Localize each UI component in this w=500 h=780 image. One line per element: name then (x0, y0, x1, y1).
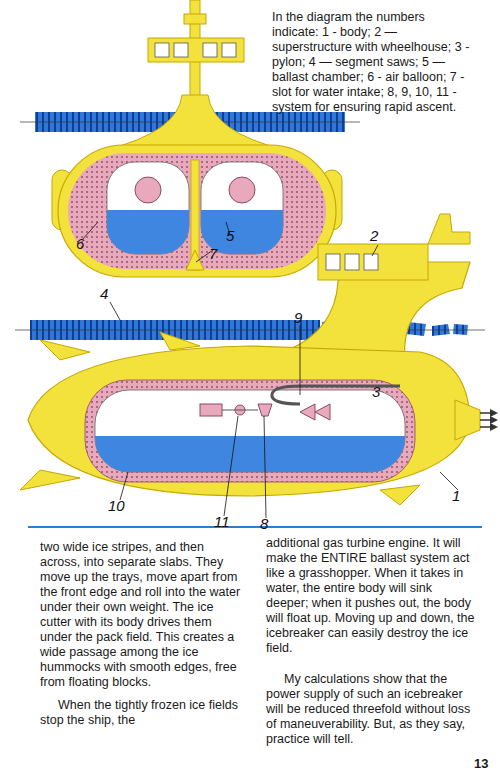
body-paragraph: When the tightly frozen ice fields stop … (40, 698, 245, 728)
body-paragraph: additional gas turbine engine. It will m… (266, 536, 476, 656)
callout-number: 5 (226, 228, 234, 244)
callout-number: 11 (214, 514, 230, 530)
callout-number: 10 (108, 498, 125, 514)
callout-number: 9 (294, 310, 302, 326)
page-number: 13 (474, 756, 488, 771)
side-view (15, 214, 498, 518)
body-paragraph: two wide ice stripes, and then across, i… (40, 540, 245, 690)
callout-number: 1 (452, 488, 460, 504)
callout-number: 2 (370, 228, 378, 244)
caption-text: In the diagram the numbers indicate: 1 -… (272, 10, 472, 115)
callout-number: 6 (76, 236, 84, 252)
divider-line (28, 526, 482, 528)
callout-number: 3 (372, 384, 380, 400)
body-paragraph: My calculations show that the power supp… (266, 672, 476, 747)
callout-number: 7 (209, 246, 217, 262)
callout-number: 4 (100, 286, 108, 302)
callout-number: 8 (260, 516, 268, 532)
